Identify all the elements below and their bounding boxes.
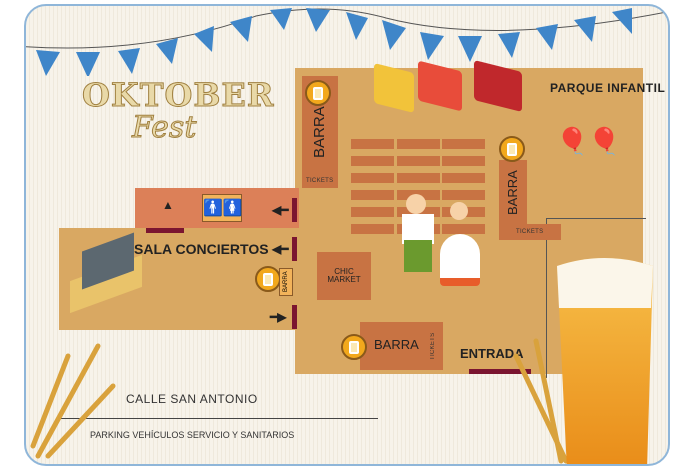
right-bar-tickets: TICKETS xyxy=(516,229,544,235)
beer-mug-icon xyxy=(341,334,367,360)
door-2[interactable] xyxy=(292,237,297,261)
bavarian-couple-illustration xyxy=(390,178,510,318)
bottom-bar[interactable]: BARRA TICKETS xyxy=(360,322,443,370)
fence-line xyxy=(546,218,646,378)
kids-balloons-illustration: 🎈🎈 xyxy=(556,126,621,156)
concert-stage-illustration xyxy=(70,232,150,314)
door-1[interactable] xyxy=(292,198,297,222)
arrow-left-icon: ◀━ xyxy=(272,203,289,217)
parking-label: PARKING VEHÍCULOS SERVICIO Y SANITARIOS xyxy=(90,430,295,440)
right-bar[interactable]: BARRA xyxy=(499,160,527,226)
beer-mug-icon xyxy=(499,136,525,162)
woman-icon: 🚺 xyxy=(222,200,243,217)
wheat-decoration-icon xyxy=(30,343,116,459)
map-frame: OKTOBER Fest 🚹🚺 ▲ ◀━ ◀━ ━▶ SALA CONCIERT… xyxy=(24,4,670,466)
right-bar-ticket-counter[interactable]: TICKETS xyxy=(499,224,561,240)
street-name: CALLE SAN ANTONIO xyxy=(126,392,258,406)
bottom-bar-label: BARRA xyxy=(374,337,419,352)
concert-bar-label: BARRA xyxy=(283,271,289,293)
arrow-right-icon: ━▶ xyxy=(270,310,287,324)
beer-mug-icon xyxy=(305,80,331,106)
man-icon: 🚹 xyxy=(203,200,223,217)
beer-mug-icon xyxy=(255,266,281,292)
bottom-bar-tickets: TICKETS xyxy=(430,332,436,360)
wheat-decoration-icon xyxy=(513,338,569,464)
oktoberfest-logo: OKTOBER Fest xyxy=(82,76,275,146)
left-bar-tickets: TICKETS xyxy=(306,178,334,184)
street-line xyxy=(60,418,378,419)
entrada-label: ENTRADA xyxy=(460,346,524,361)
parque-infantil-label: PARQUE INFANTIL xyxy=(550,81,666,95)
arrow-left-icon: ◀━ xyxy=(272,242,289,256)
restroom-sign: 🚹🚺 xyxy=(202,194,243,222)
concert-bar[interactable]: BARRA xyxy=(279,268,293,296)
chic-market[interactable]: CHIC MARKET xyxy=(317,252,371,300)
door-3[interactable] xyxy=(292,305,297,329)
left-bar-label: BARRA xyxy=(311,106,329,158)
beer-glass-illustration xyxy=(557,258,653,464)
entrance-door[interactable] xyxy=(469,369,531,374)
sala-conciertos-label: SALA CONCIERTOS xyxy=(134,241,269,257)
arrow-up-icon: ▲ xyxy=(162,198,174,212)
chic-market-label: CHIC MARKET xyxy=(327,266,361,284)
restroom-exit-door[interactable] xyxy=(146,228,184,233)
bunting-decoration xyxy=(26,8,668,76)
